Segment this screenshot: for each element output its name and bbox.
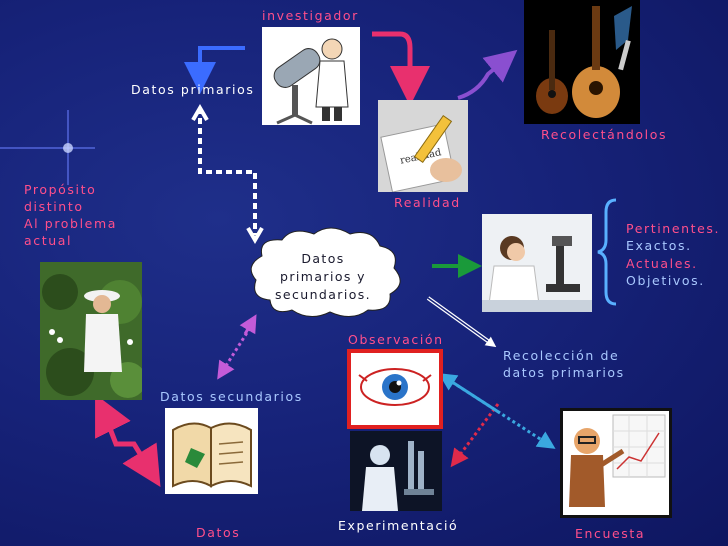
label-proposito: Propósito distinto Al problema actual: [24, 182, 117, 248]
arrow-cloud-to-secundarios: [217, 327, 252, 380]
label-encuesta: Encuesta: [575, 526, 646, 541]
label-datos-secundarios: Datos secundarios: [160, 389, 303, 404]
label-realidad: Realidad: [394, 195, 461, 210]
label-experimentacion: Experimentació: [338, 518, 459, 533]
arrow-investigador-to-datos: [184, 46, 245, 94]
properties-bracket: [597, 198, 617, 306]
lab-researcher-icon: [350, 431, 442, 511]
microscope-scientist-icon: [482, 214, 592, 312]
label-recoleccion: Recolección de datos primarios: [503, 348, 625, 380]
dotted-connector-primarios: [198, 108, 257, 235]
label-datos-primarios: Datos primarios: [131, 82, 255, 97]
eye-icon: [347, 349, 443, 429]
teacher-chart-icon: [560, 408, 672, 518]
guitars-icon: [524, 0, 640, 124]
properties-list: Pertinentes. Exactos. Actuales. Objetivo…: [626, 221, 721, 288]
open-book-icon: [165, 408, 258, 494]
center-cloud: [250, 227, 401, 317]
label-datos-bottom: Datos: [196, 525, 241, 540]
label-observacion: Observación: [348, 332, 444, 347]
label-investigador: investigador: [262, 8, 359, 23]
gardener-photo-icon: [40, 262, 142, 400]
arrow-cloud-to-recoleccion: [427, 297, 497, 348]
arrow-recoleccion-to-experimentacion: [450, 403, 500, 468]
scientist-telescope-icon: [262, 27, 360, 125]
label-center-cloud: Datos primarios y secundarios.: [274, 251, 372, 303]
arrow-investigador-to-realidad: [372, 31, 430, 106]
arrow-realidad-to-recolectando: [457, 49, 518, 100]
writing-hand-icon: realidad: [378, 100, 468, 192]
label-recolectandolos: Recolectándolos: [541, 127, 668, 142]
sparkle-decoration: [0, 110, 95, 185]
